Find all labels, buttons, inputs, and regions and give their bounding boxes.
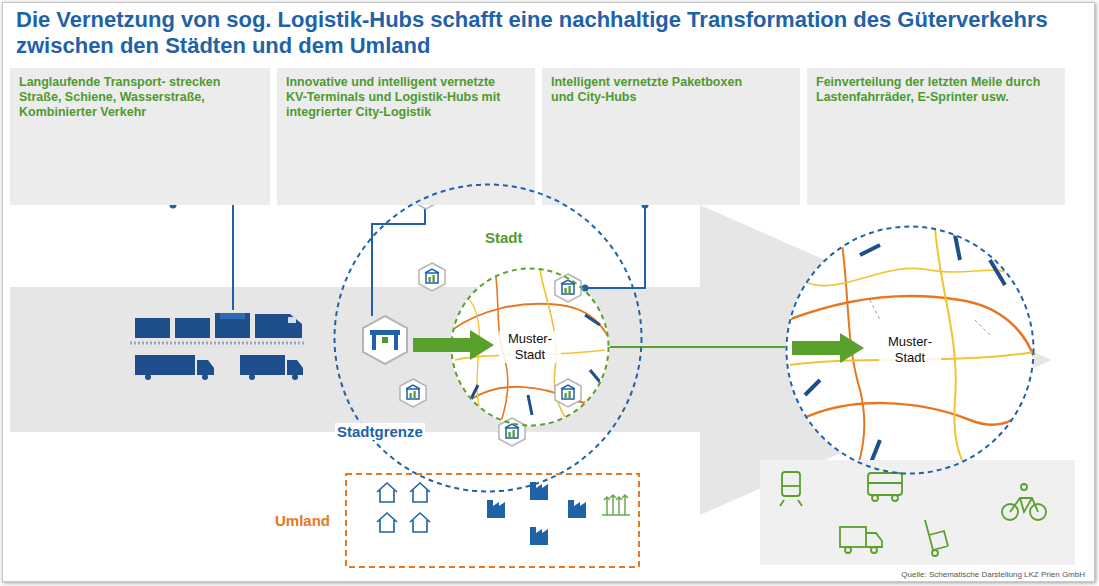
city-circle: Muster- Stadt	[785, 225, 1035, 475]
green-arrow	[413, 330, 864, 363]
city-name: Muster- Stadt	[879, 334, 941, 366]
dashed-outline	[787, 227, 1034, 474]
city-disc	[451, 268, 609, 426]
city-label: Stadt	[485, 229, 523, 246]
mode-panel	[760, 460, 1075, 565]
city-disc	[786, 226, 1034, 474]
mode-icons	[780, 472, 1046, 556]
hub-icon	[363, 164, 729, 446]
city-circle: Muster- Stadt	[450, 267, 610, 427]
city-circle: StadtStadtgrenze Muster- Stadt	[333, 183, 643, 493]
info-box: Feinverteilung der letzten Meile durch L…	[807, 68, 1065, 205]
box-text: Langlaufende Transport- strecken Straße,…	[19, 75, 224, 120]
street-map	[788, 228, 1035, 475]
boundary-label: Stadtgrenze	[335, 423, 425, 440]
box-text: Innovative und intelligent vernetzte KV-…	[286, 75, 516, 120]
city-name: Muster- Stadt	[499, 331, 561, 363]
region-box: Umland	[265, 473, 640, 568]
dashed-outline	[346, 474, 639, 567]
truck	[135, 355, 303, 380]
source-note: Quelle: Schematische Darstellung LKZ Pri…	[901, 570, 1085, 579]
dashed-outline	[335, 185, 642, 492]
box-text: Intelligent vernetzte Paketboxen und Cit…	[551, 75, 766, 105]
region-label: Umland	[275, 512, 330, 529]
train	[130, 313, 305, 343]
box-text: Feinverteilung der letzten Meile durch L…	[816, 75, 1041, 105]
dashed-outline	[452, 269, 609, 426]
leader-line	[171, 197, 648, 316]
diagram-title: Die Vernetzung von sog. Logistik-Hubs sc…	[16, 7, 1086, 59]
info-box: Langlaufende Transport- strecken Straße,…	[10, 68, 270, 205]
info-box: Intelligent vernetzte Paketboxen und Cit…	[542, 68, 800, 205]
connector	[610, 347, 785, 348]
connector-line	[610, 346, 785, 348]
